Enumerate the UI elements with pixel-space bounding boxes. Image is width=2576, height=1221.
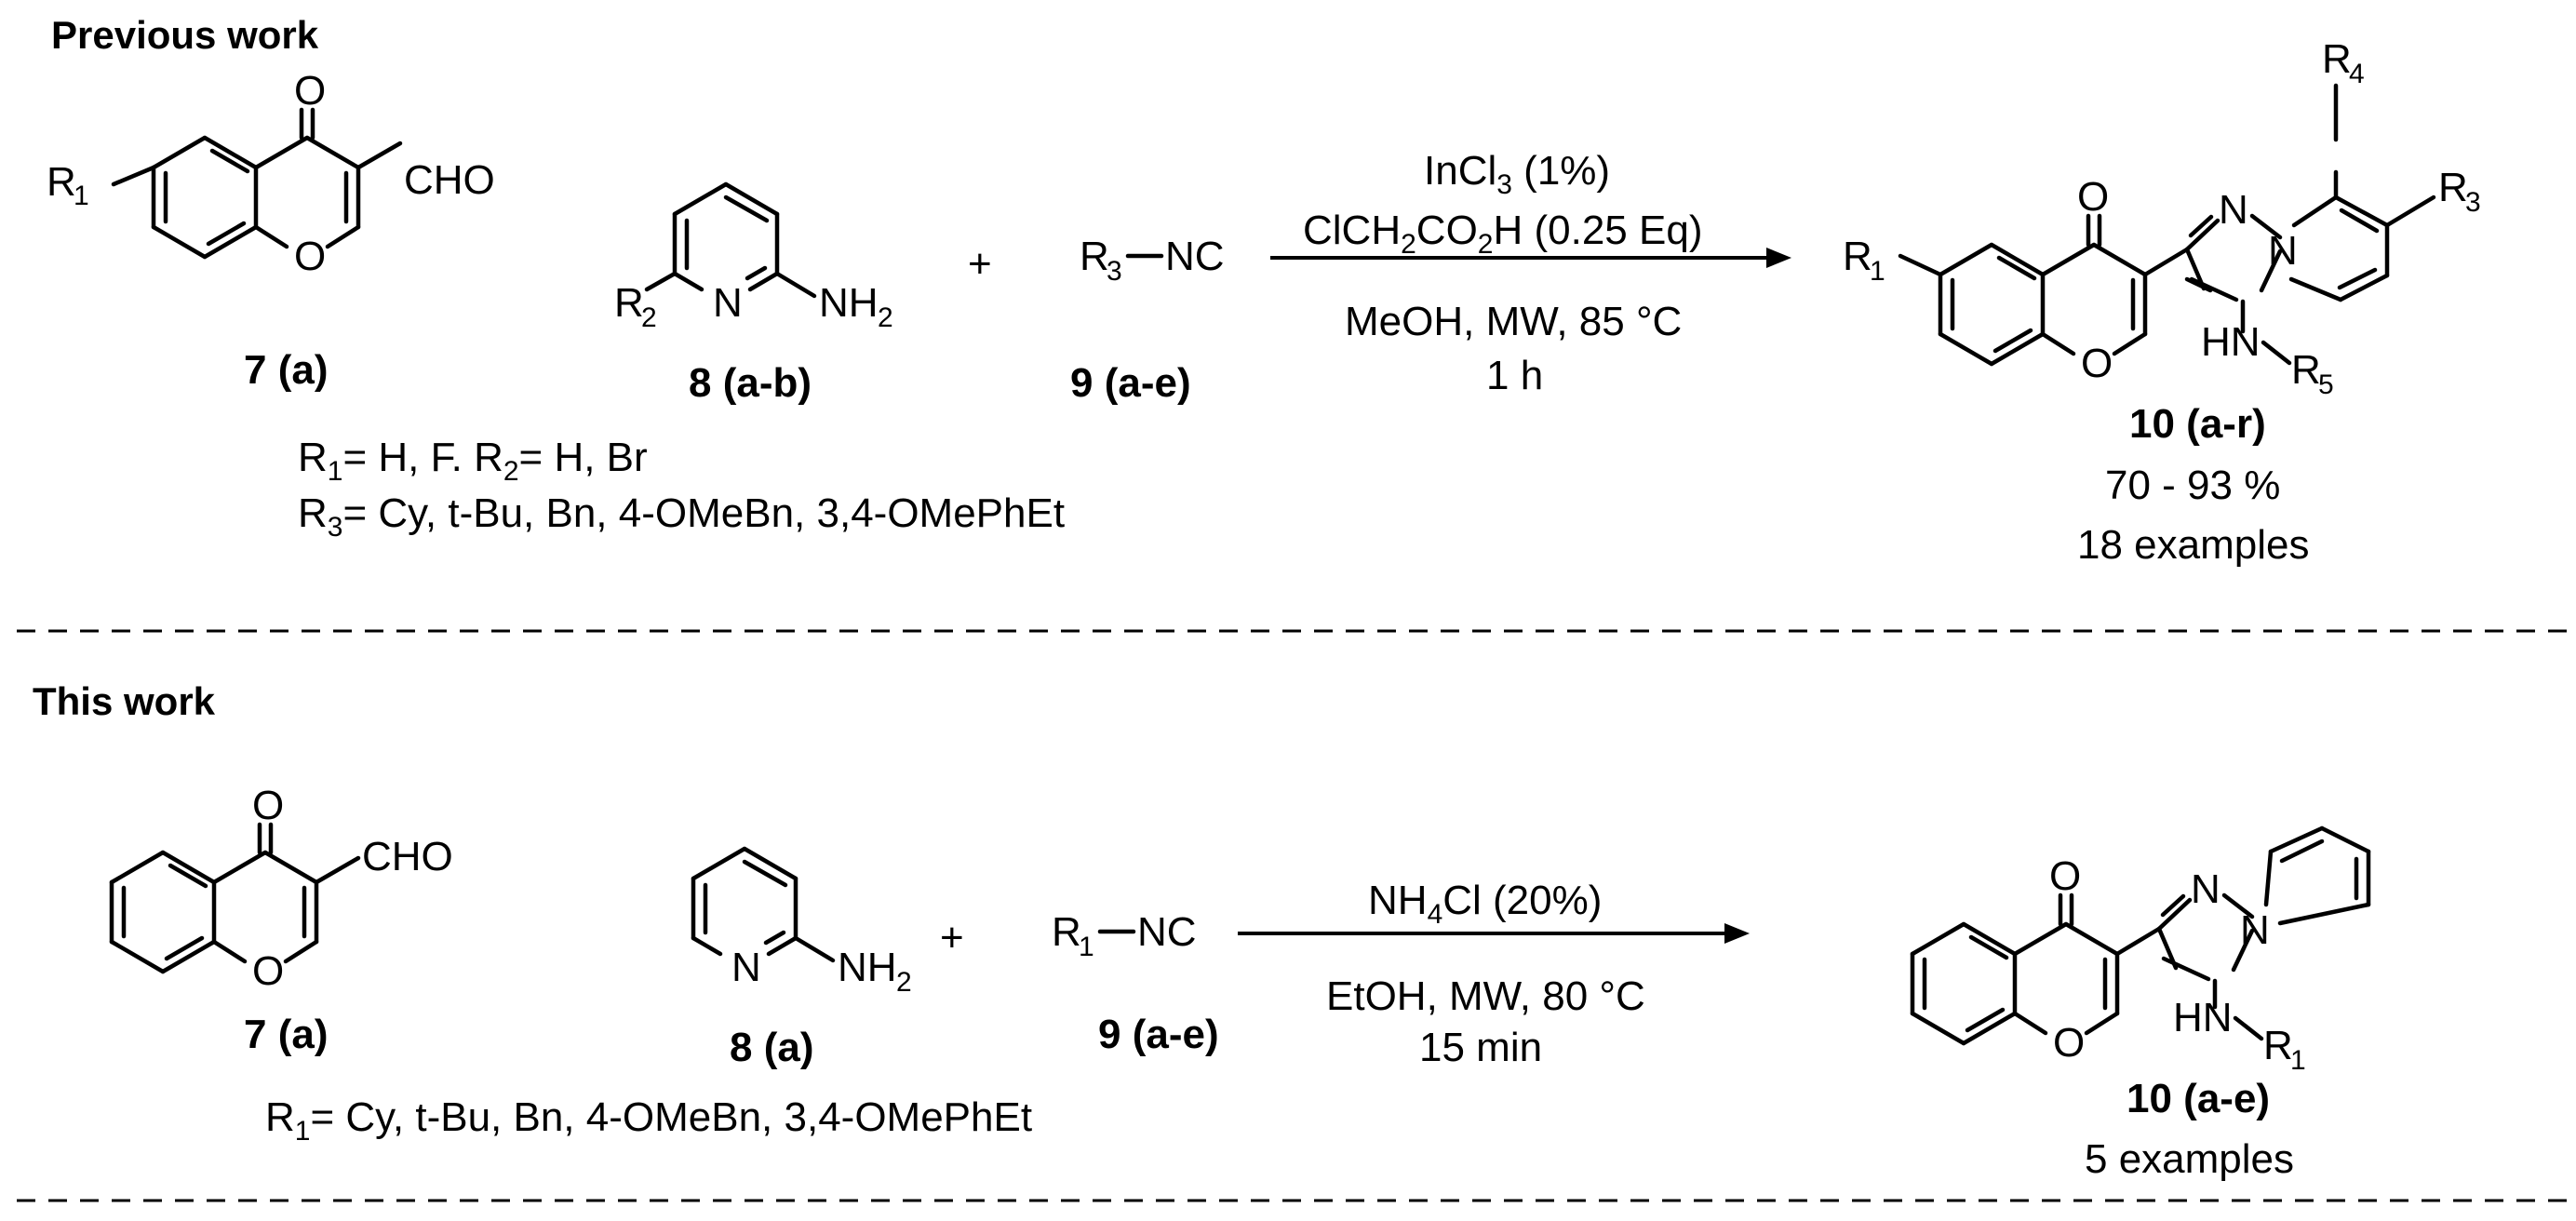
compound-label-9-previous: 9 (a-e) xyxy=(1070,360,1191,406)
condition-reagent: NH4Cl (20%) xyxy=(1368,878,1602,930)
product-examples-current: 5 examples xyxy=(2085,1136,2294,1182)
atom-label: HN xyxy=(2201,319,2261,365)
compound-label-10-current: 10 (a-e) xyxy=(2127,1076,2270,1121)
atom-subscript: 2 xyxy=(641,302,657,333)
atom-label: N xyxy=(2191,866,2220,912)
atom-subscript: 5 xyxy=(2318,369,2334,400)
atom-label: N xyxy=(2240,907,2270,953)
atom-subscript: 1 xyxy=(74,181,89,211)
atom-subscript: 3 xyxy=(2465,187,2481,218)
atom-label: O xyxy=(252,948,284,994)
atom-subscript: 2 xyxy=(896,967,912,998)
atom-label: O xyxy=(2049,853,2081,899)
product-10-structure-previous: O O N N R 1 R 3 R 4 HN R 5 xyxy=(1843,36,2481,400)
product-yield: 70 - 93 % xyxy=(2105,463,2280,508)
compound-label-8-previous: 8 (a-b) xyxy=(689,360,812,406)
compound-label-8-current: 8 (a) xyxy=(730,1025,813,1070)
atom-subscript: 1 xyxy=(1870,256,1885,287)
compound-label-7-current: 7 (a) xyxy=(244,1012,328,1057)
condition-catalyst: InCl3 (1%) xyxy=(1424,148,1610,200)
atom-label: O xyxy=(2081,341,2113,386)
condition-solvent: EtOH, MW, 80 °C xyxy=(1326,973,1645,1019)
atom-label: R xyxy=(47,159,76,205)
atom-subscript: 4 xyxy=(2349,59,2365,89)
substituent-line-r3: R3= Cy, t-Bu, Bn, 4-OMeBn, 3,4-OMePhEt xyxy=(298,490,1065,543)
plus-sign: + xyxy=(968,241,992,287)
atom-label: CHO xyxy=(362,834,453,879)
compound-7-structure-previous: O O CHO R 1 xyxy=(47,68,495,279)
condition-acid: ClCH2CO2H (0.25 Eq) xyxy=(1303,208,1702,260)
atom-subscript: 1 xyxy=(2290,1045,2306,1076)
atom-label: R xyxy=(614,280,644,326)
atom-label: O xyxy=(2077,174,2109,220)
substituent-line-r1: R1= Cy, t-Bu, Bn, 4-OMeBn, 3,4-OMePhEt xyxy=(265,1094,1032,1147)
atom-label: R xyxy=(2263,1023,2293,1068)
atom-label: NC xyxy=(1137,909,1197,955)
atom-label: N xyxy=(2219,187,2248,233)
atom-label: O xyxy=(252,783,284,828)
compound-8-structure-current: N NH 2 xyxy=(691,846,912,998)
atom-label: O xyxy=(2053,1020,2085,1066)
arrowhead xyxy=(1724,923,1750,944)
atom-label: HN xyxy=(2173,995,2233,1040)
condition-solvent: MeOH, MW, 85 °C xyxy=(1345,299,1682,344)
condition-time: 15 min xyxy=(1419,1025,1542,1070)
atom-subscript: 2 xyxy=(878,302,893,333)
atom-label: R xyxy=(2322,36,2352,82)
product-10-structure-current: O O N N HN R 1 xyxy=(1910,825,2371,1076)
atom-label: O xyxy=(294,68,326,114)
atom-label: R xyxy=(1843,234,1872,279)
atom-label: CHO xyxy=(404,157,495,203)
section-heading-current: This work xyxy=(33,679,216,723)
atom-subscript: 1 xyxy=(1079,932,1094,962)
compound-9-structure-current: R 1 NC xyxy=(1052,909,1197,962)
compound-8-structure-previous: N NH 2 R 2 xyxy=(614,181,893,333)
compound-label-9-current: 9 (a-e) xyxy=(1098,1012,1219,1057)
compound-label-7-previous: 7 (a) xyxy=(244,347,328,393)
atom-subscript: 3 xyxy=(1107,256,1122,287)
atom-label: R xyxy=(2291,347,2321,393)
compound-7-structure-current: O O CHO xyxy=(109,783,453,994)
atom-label: R xyxy=(1080,234,1109,279)
atom-label: NH xyxy=(819,280,879,326)
atom-label: N xyxy=(2268,228,2298,274)
atom-label: N xyxy=(713,280,743,326)
section-heading-previous: Previous work xyxy=(51,13,319,57)
compound-9-structure-previous: R 3 NC xyxy=(1080,234,1225,287)
atom-label: NH xyxy=(838,945,897,990)
product-examples-previous: 18 examples xyxy=(2077,522,2309,568)
atom-label: O xyxy=(294,234,326,279)
atom-label: N xyxy=(731,945,761,990)
atom-label: NC xyxy=(1165,234,1225,279)
atom-label: R xyxy=(2438,165,2468,210)
plus-sign: + xyxy=(940,915,964,960)
compound-label-10-previous: 10 (a-r) xyxy=(2129,401,2266,447)
condition-time: 1 h xyxy=(1486,353,1543,398)
arrowhead xyxy=(1766,248,1791,268)
substituent-line-r1-r2: R1= H, F. R2= H, Br xyxy=(298,435,648,487)
atom-label: R xyxy=(1052,909,1081,955)
